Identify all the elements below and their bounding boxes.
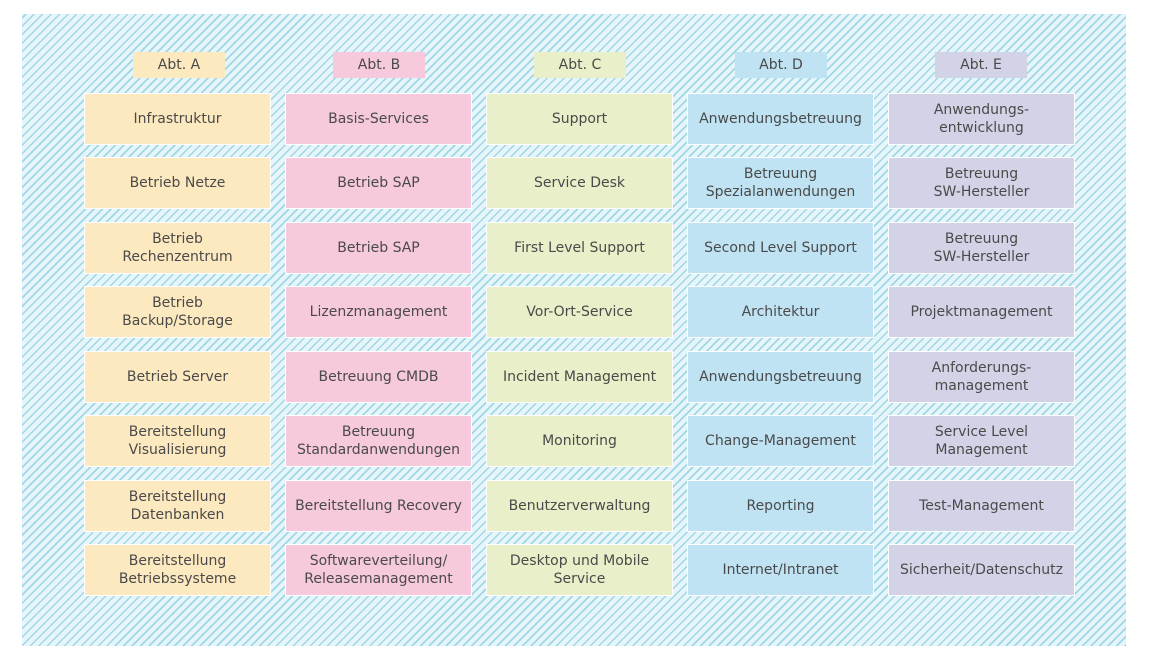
cell-d-3: Second Level Support xyxy=(687,222,874,274)
cell-a-4: Betrieb Backup/Storage xyxy=(84,286,271,338)
cell-d-5: Anwendungsbetreuung xyxy=(687,351,874,403)
cell-c-3: First Level Support xyxy=(486,222,673,274)
cell-a-8: Bereitstellung Betriebssysteme xyxy=(84,544,271,596)
cell-e-8: Sicherheit/Datenschutz xyxy=(888,544,1075,596)
cell-c-2: Service Desk xyxy=(486,157,673,209)
cell-b-1: Basis-Services xyxy=(285,93,472,145)
cell-b-3: Betrieb SAP xyxy=(285,222,472,274)
cell-b-2: Betrieb SAP xyxy=(285,157,472,209)
cell-b-5: Betreuung CMDB xyxy=(285,351,472,403)
cell-e-5: Anforderungs- management xyxy=(888,351,1075,403)
cell-d-4: Architektur xyxy=(687,286,874,338)
cell-e-3: Betreuung SW-Hersteller xyxy=(888,222,1075,274)
header-abt-a: Abt. A xyxy=(133,52,225,78)
cell-d-8: Internet/Intranet xyxy=(687,544,874,596)
cell-c-6: Monitoring xyxy=(486,415,673,467)
header-abt-b: Abt. B xyxy=(333,52,425,78)
cell-c-5: Incident Management xyxy=(486,351,673,403)
cell-a-1: Infrastruktur xyxy=(84,93,271,145)
cell-a-3: Betrieb Rechenzentrum xyxy=(84,222,271,274)
cell-c-1: Support xyxy=(486,93,673,145)
header-abt-d: Abt. D xyxy=(735,52,827,78)
cell-e-2: Betreuung SW-Hersteller xyxy=(888,157,1075,209)
cell-d-1: Anwendungsbetreuung xyxy=(687,93,874,145)
cell-b-4: Lizenzmanagement xyxy=(285,286,472,338)
cell-d-6: Change-Management xyxy=(687,415,874,467)
cell-e-1: Anwendungs- entwicklung xyxy=(888,93,1075,145)
cell-c-7: Benutzerverwaltung xyxy=(486,480,673,532)
cell-a-2: Betrieb Netze xyxy=(84,157,271,209)
header-abt-c: Abt. C xyxy=(534,52,626,78)
cell-b-7: Bereitstellung Recovery xyxy=(285,480,472,532)
cell-d-2: Betreuung Spezialanwendungen xyxy=(687,157,874,209)
cell-a-5: Betrieb Server xyxy=(84,351,271,403)
cell-a-7: Bereitstellung Datenbanken xyxy=(84,480,271,532)
cell-a-6: Bereitstellung Visualisierung xyxy=(84,415,271,467)
cell-e-4: Projektmanagement xyxy=(888,286,1075,338)
cell-e-7: Test-Management xyxy=(888,480,1075,532)
cell-c-8: Desktop und Mobile Service xyxy=(486,544,673,596)
cell-c-4: Vor-Ort-Service xyxy=(486,286,673,338)
cell-e-6: Service Level Management xyxy=(888,415,1075,467)
cell-b-6: Betreuung Standardanwendungen xyxy=(285,415,472,467)
header-abt-e: Abt. E xyxy=(935,52,1027,78)
cell-b-8: Softwareverteilung/ Releasemanagement xyxy=(285,544,472,596)
cell-d-7: Reporting xyxy=(687,480,874,532)
